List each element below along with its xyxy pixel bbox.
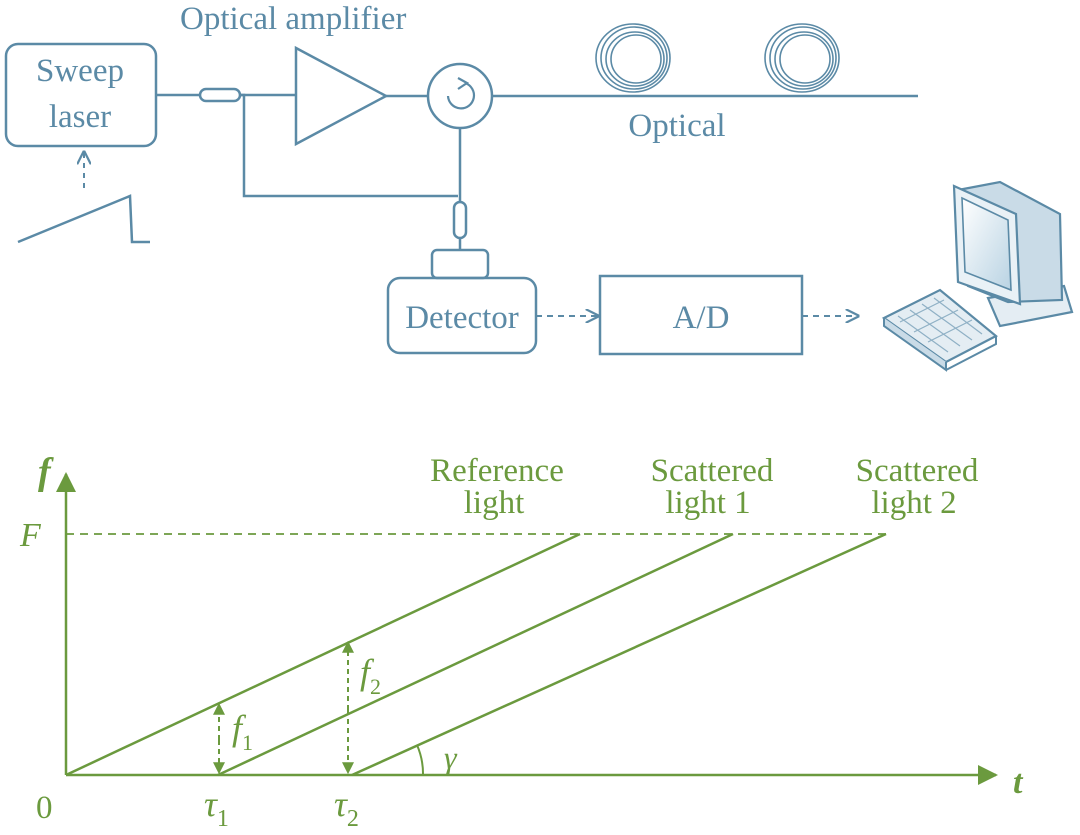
- level-F-label: F: [19, 517, 42, 554]
- fiber-coupler-1: [198, 87, 242, 103]
- fiber-coupler-2: [452, 200, 468, 240]
- scattered-light-1-label-line1: Scattered: [651, 453, 774, 489]
- reference-light-label-line1: Reference: [430, 453, 564, 489]
- reference-light-label-line2: light: [464, 485, 525, 521]
- optical-fiber-label: Optical: [628, 108, 725, 144]
- scattered-light-2-label-line2: light 2: [871, 485, 956, 521]
- optical-amplifier-triangle: [294, 45, 389, 147]
- optical-amplifier-label: Optical amplifier: [180, 1, 406, 37]
- fiber-coil-2-icon: [764, 23, 840, 93]
- origin-label: 0: [36, 790, 53, 826]
- x-axis-label: t: [1013, 764, 1024, 801]
- scattered-light-1-label-line2: light 1: [665, 485, 750, 521]
- y-axis-label: f: [38, 451, 54, 493]
- scattered-light-2-label-line1: Scattered: [856, 453, 979, 489]
- computer-icon: [881, 180, 1074, 372]
- gamma-label: γ: [444, 739, 458, 775]
- sweep-laser-label-line1: Sweep: [36, 53, 124, 89]
- f2-label: f2: [360, 652, 381, 699]
- scattered-light-2-line: [351, 532, 887, 777]
- circulator-arrow-icon: [446, 81, 476, 110]
- ad-label: A/D: [673, 300, 730, 336]
- circulator: [426, 62, 494, 130]
- reference-branch-fiber: [240, 93, 458, 198]
- optical-setup: [4, 42, 918, 356]
- f1-label: f1: [232, 708, 253, 755]
- tau2-label: τ2: [334, 784, 359, 832]
- detector-label: Detector: [405, 300, 519, 336]
- sweep-laser-label-line2: laser: [49, 99, 111, 135]
- tau1-label: τ1: [204, 784, 229, 832]
- detector-head: [430, 248, 490, 280]
- gamma-angle-arc: [416, 744, 425, 776]
- sawtooth-waveform: [17, 194, 150, 244]
- frequency-time-graph: [56, 472, 998, 785]
- scattered-light-1-line: [217, 532, 734, 777]
- reference-light-line: [65, 532, 581, 777]
- fiber-coil-1-icon: [595, 23, 671, 93]
